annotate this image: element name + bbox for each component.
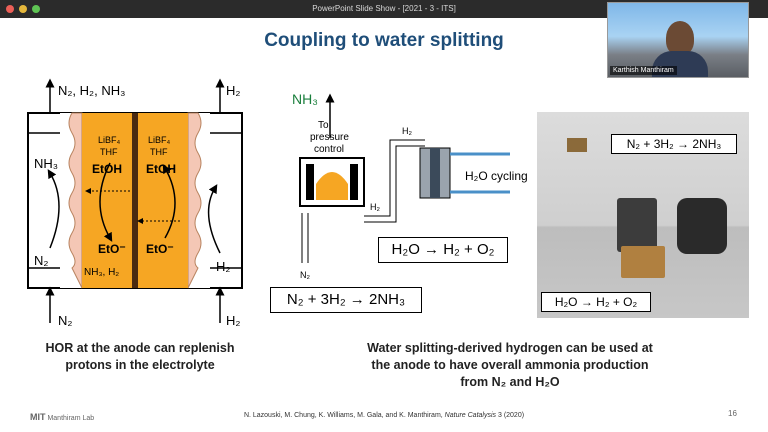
right-caption-line2: the anode to have overall ammonia produc… [371, 358, 649, 372]
lab-name: Manthiram Lab [47, 415, 95, 422]
mit-logo-icon: MIT [30, 412, 46, 422]
reactor-cell [567, 138, 587, 152]
cell-n2-label: N₂ [34, 253, 48, 268]
cell-top-left-label: N₂, H₂, NH₃ [58, 83, 125, 98]
right-caption-line1: Water splitting-derived hydrogen can be … [367, 341, 653, 355]
n2-to-nh3-arrow [47, 169, 60, 249]
electrolyzer-cell [621, 246, 665, 278]
membrane [132, 113, 138, 288]
system-h2-low-label: H₂ [370, 202, 380, 212]
potentiostat [617, 198, 657, 252]
system-nh3-label: NH₃ [292, 91, 318, 107]
maximize-window-icon[interactable] [32, 5, 40, 13]
citation: N. Lazouski, M. Chung, K. Williams, M. G… [0, 412, 768, 419]
cell-top-right-label: H₂ [226, 83, 240, 98]
anode-gdl [68, 112, 83, 289]
system-h2-top-label: H₂ [402, 126, 412, 136]
right-caption: Water splitting-derived hydrogen can be … [330, 340, 690, 391]
thf-label-b: THF [150, 147, 168, 157]
cathode-gdl [187, 112, 202, 289]
left-caption: HOR at the anode can replenish protons i… [20, 340, 260, 374]
eto-cycle-arrow [162, 164, 176, 239]
slide-page-number: 16 [728, 409, 737, 418]
ammonia-synthesis-equation: N₂ + 3H₂ → 2NH₃ [270, 287, 422, 313]
cell-h2-label: H₂ [216, 259, 230, 274]
etoh-label-a: EtOH [92, 162, 122, 176]
etoh-cycle-arrow [99, 162, 113, 242]
window-titlebar: PowerPoint Slide Show - [2021 - 3 - ITS] [0, 0, 768, 18]
peristaltic-pump [677, 198, 727, 254]
citation-volume: 3 (2020) [496, 412, 525, 419]
pressure-label-line1: To [318, 120, 329, 131]
speaker-head [666, 21, 694, 55]
eto-label-a: EtO⁻ [98, 242, 126, 256]
pressure-label-line3: control [314, 144, 344, 155]
eto-label-b: EtO⁻ [146, 242, 174, 256]
electrochemical-cell-diagram: N₂, H₂, NH₃ H₂ N₂ H₂ NH₃ N₂ H₂ LiBF₄ THF… [27, 78, 243, 328]
h2o-cycling-label: H₂O cycling [465, 169, 528, 183]
left-caption-line2: protons in the electrolyte [65, 358, 215, 372]
lab-setup-photo: N₂ + 3H₂ → 2NH₃ H₂O → H₂ + O₂ [537, 112, 749, 318]
citation-authors: N. Lazouski, M. Chung, K. Williams, M. G… [243, 412, 445, 419]
libf4-label-b: LiBF₄ [148, 135, 171, 145]
libf4-label-a: LiBF₄ [98, 135, 121, 145]
system-n2-label: N₂ [300, 270, 310, 280]
minimize-window-icon[interactable] [19, 5, 27, 13]
cell-nh3-label: NH₃ [34, 156, 58, 171]
etoh-label-b: EtOH [146, 162, 176, 176]
cell-bottom-left-label: N₂ [58, 313, 72, 328]
cell-bottom-right-label: H₂ [226, 313, 240, 328]
close-window-icon[interactable] [6, 5, 14, 13]
citation-journal: Nature Catalysis [444, 412, 497, 419]
window-title: PowerPoint Slide Show - [2021 - 3 - ITS] [312, 4, 456, 13]
nh3-h2-label: NH₃, H₂ [84, 267, 119, 278]
water-splitting-equation: H₂O → H₂ + O₂ [378, 237, 508, 263]
speaker-video-tile[interactable]: Karthish Manthiram [607, 2, 749, 78]
right-caption-line3: from N₂ and H₂O [460, 375, 560, 389]
slide[interactable]: Coupling to water splitting N₂, H₂, NH₃ … [0, 18, 768, 432]
footer-logo: MIT Manthiram Lab [30, 412, 94, 422]
photo-ammonia-equation: N₂ + 3H₂ → 2NH₃ [611, 134, 737, 154]
speaker-name: Karthish Manthiram [610, 66, 677, 75]
water-splitting-system-diagram: NH₃ To pressure control N₂ H₂ H₂ H₂O cyc… [292, 91, 528, 280]
h2-arrow [207, 184, 221, 254]
slide-title: Coupling to water splitting [264, 30, 504, 51]
reactor-electrolyte [316, 172, 348, 200]
photo-water-equation: H₂O → H₂ + O₂ [541, 292, 651, 312]
left-caption-line1: HOR at the anode can replenish [45, 341, 235, 355]
pressure-label-line2: pressure [310, 132, 349, 143]
thf-label-a: THF [100, 147, 118, 157]
